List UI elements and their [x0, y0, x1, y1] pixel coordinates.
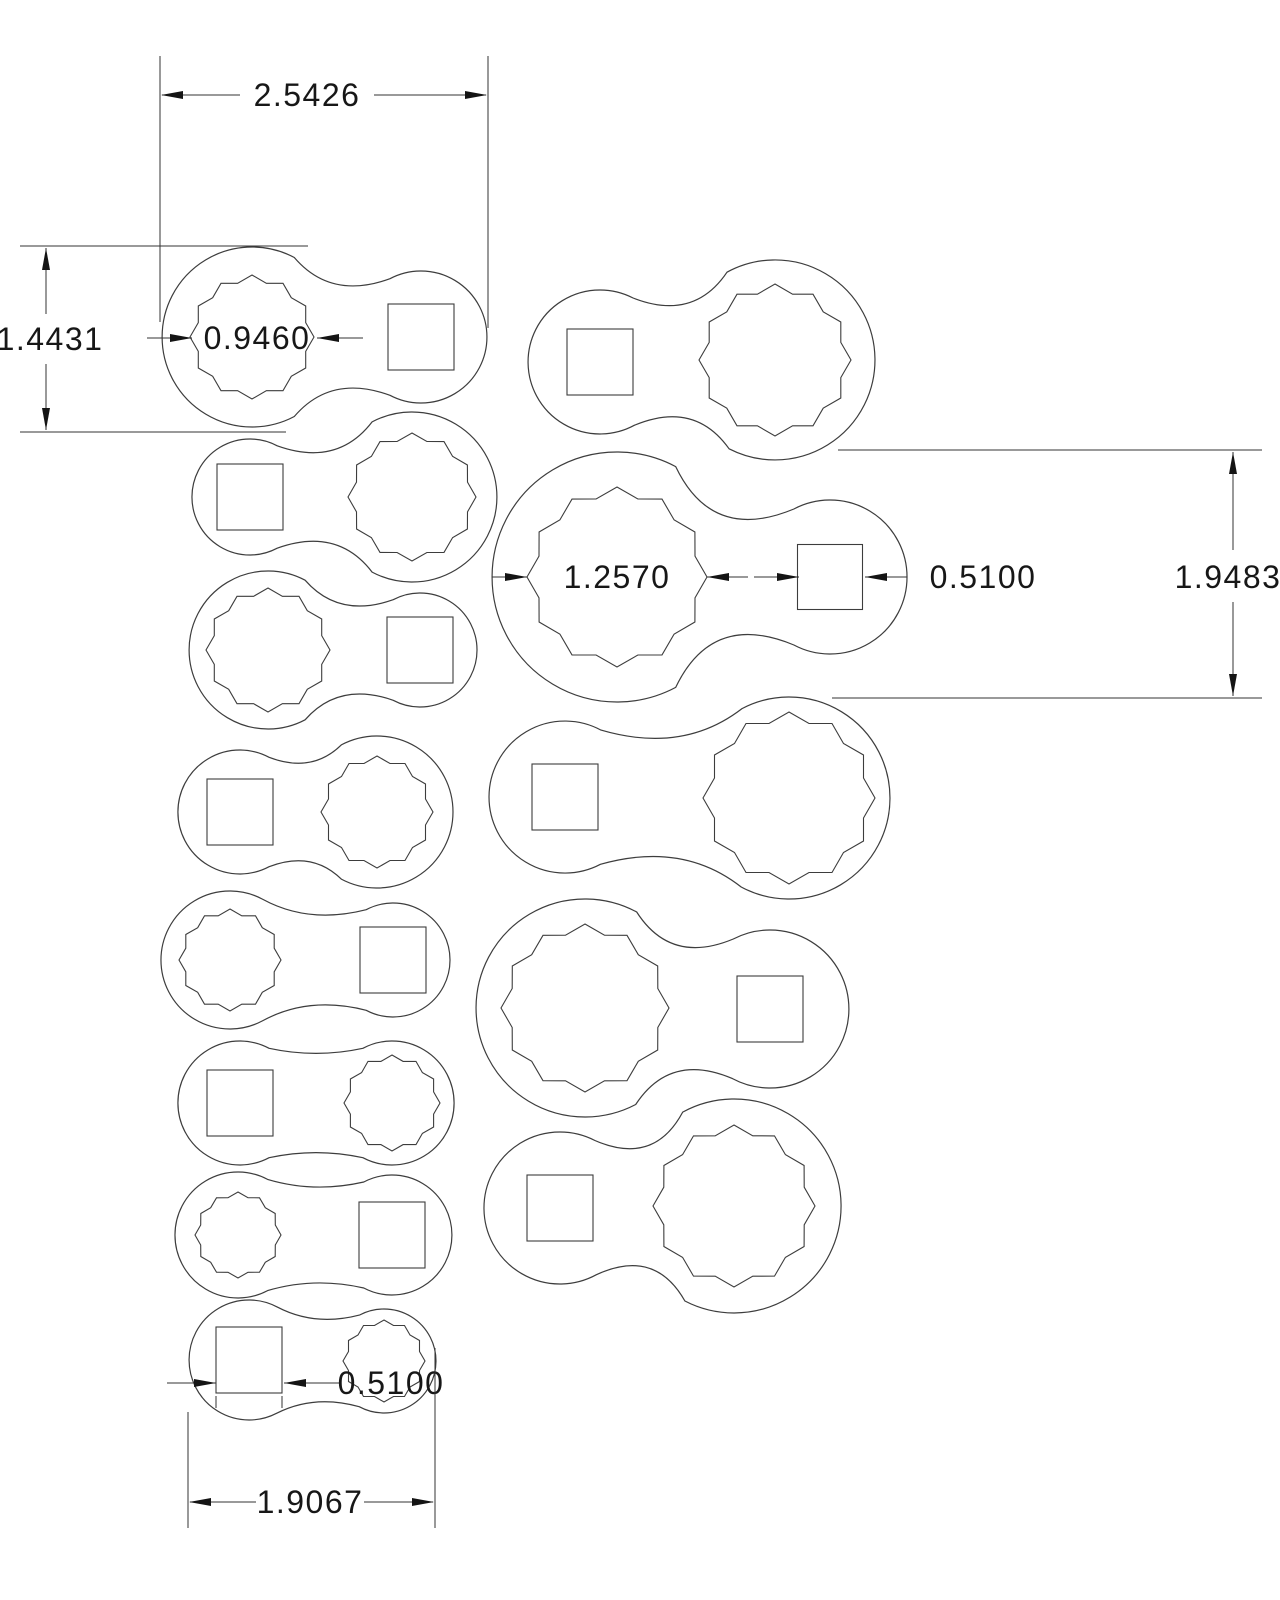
twelve-point-socket-hole [342, 1319, 426, 1403]
dimension-arrowhead-icon [170, 334, 192, 342]
wrench-outline [177, 1040, 455, 1166]
wrench-L8 [188, 1299, 437, 1421]
dimension-square-drive-upper: 0.5100 [754, 559, 1037, 595]
wrench-outline [488, 696, 891, 900]
twelve-point-socket-hole [178, 908, 282, 1012]
dimension-arrowhead-icon [194, 1379, 216, 1387]
twelve-point-socket-hole [194, 1191, 282, 1279]
wrench-L6 [177, 1040, 455, 1166]
dimension-arrowhead-icon [1229, 674, 1237, 696]
wrench-L3 [188, 570, 478, 730]
dimension-overall-length-bottom: 1.9067 [187, 1348, 436, 1528]
dimension-text: 2.5426 [254, 77, 361, 113]
wrench-outline [188, 1299, 437, 1421]
twelve-point-socket-hole [652, 1124, 816, 1288]
dimension-arrowhead-icon [42, 248, 50, 270]
dimension-arrowhead-icon [1229, 452, 1237, 474]
wrench-outline [491, 451, 908, 703]
square-drive-hole [206, 778, 274, 846]
wrench-outline [161, 246, 488, 428]
dimension-arrowhead-icon [284, 1379, 306, 1387]
square-drive-hole [206, 1069, 274, 1137]
wrench-R1 [527, 259, 876, 461]
twelve-point-socket-hole [702, 711, 876, 885]
twelve-point-socket-hole [189, 274, 315, 400]
dimension-arrowhead-icon [865, 573, 887, 581]
dimension-text: 1.9067 [257, 1484, 364, 1520]
wrench-L2 [191, 411, 498, 583]
wrench-R4 [475, 898, 850, 1118]
square-drive-hole [531, 763, 599, 831]
wrench-outline [483, 1098, 842, 1314]
square-drive-hole [386, 616, 454, 684]
dimension-text: 1.9483 [1175, 559, 1280, 595]
wrench-outline [191, 411, 498, 583]
wrench-outline [174, 1171, 453, 1299]
twelve-point-socket-hole [526, 486, 708, 668]
twelve-point-socket-hole [320, 755, 434, 869]
wrench-R3 [488, 696, 891, 900]
dimension-arrowhead-icon [161, 91, 183, 99]
dimension-head-height-left: 1.4431 [0, 245, 308, 433]
twelve-point-socket-hole [500, 923, 670, 1093]
dimension-socket-size-1257: 1.2570 [492, 559, 748, 595]
dimension-arrowhead-icon [707, 573, 729, 581]
wrench-L5 [160, 890, 451, 1030]
wrench-R2 [491, 451, 908, 703]
wrench-R5 [483, 1098, 842, 1314]
wrench-outline [475, 898, 850, 1118]
dimension-arrowhead-icon [42, 408, 50, 430]
dimension-socket-size-0946: 0.9460 [147, 320, 363, 356]
dimension-arrowhead-icon [465, 91, 487, 99]
twelve-point-socket-hole [343, 1054, 441, 1152]
wrench-outline [527, 259, 876, 461]
square-drive-hole [358, 1201, 426, 1269]
dimension-overall-length-top: 2.5426 [159, 56, 489, 328]
square-drive-hole [796, 543, 864, 611]
dimension-text: 1.2570 [564, 559, 671, 595]
twelve-point-socket-hole [205, 587, 331, 713]
square-drive-hole [736, 975, 804, 1043]
wrench-L7 [174, 1171, 453, 1299]
dimension-arrowhead-icon [189, 1498, 211, 1506]
dimension-text: 0.5100 [338, 1365, 445, 1401]
dimension-arrowhead-icon [412, 1498, 434, 1506]
square-drive-hole [566, 328, 634, 396]
dimension-text: 0.5100 [930, 559, 1037, 595]
wrench-L4 [177, 735, 454, 889]
dimension-arrowhead-icon [317, 334, 339, 342]
wrench-outline [177, 735, 454, 889]
dimension-square-drive-lower: 0.5100 [167, 1365, 445, 1408]
square-drive-hole [387, 303, 455, 371]
square-drive-hole [215, 1326, 283, 1394]
square-drive-hole [359, 926, 427, 994]
dimension-arrowhead-icon [505, 573, 527, 581]
square-drive-hole [526, 1174, 594, 1242]
twelve-point-socket-hole [698, 283, 852, 437]
wrench-outline [160, 890, 451, 1030]
wrench-outline [188, 570, 478, 730]
wrench-L1 [161, 246, 488, 428]
dimension-arrowhead-icon [777, 573, 799, 581]
twelve-point-socket-hole [347, 432, 477, 562]
dimension-head-height-right: 1.9483 [832, 449, 1280, 699]
square-drive-hole [216, 463, 284, 531]
dimension-text: 1.4431 [0, 321, 103, 357]
dimension-text: 0.9460 [204, 320, 311, 356]
